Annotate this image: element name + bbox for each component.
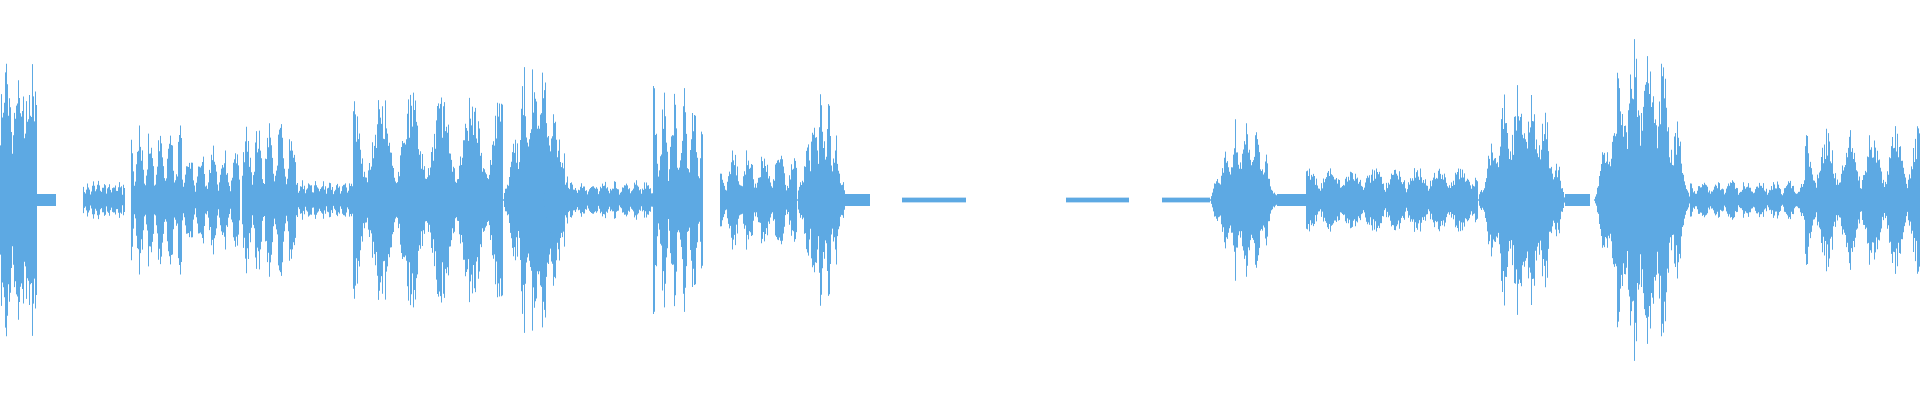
waveform-segment bbox=[131, 125, 182, 275]
waveform-segment bbox=[1594, 39, 1690, 361]
waveform-peaks bbox=[0, 39, 1920, 361]
waveform-segment bbox=[83, 180, 125, 220]
waveform-segment bbox=[902, 197, 966, 203]
waveform-segment bbox=[1565, 194, 1590, 206]
waveform-segment bbox=[37, 194, 56, 206]
waveform-segment bbox=[1306, 168, 1478, 232]
waveform-segment bbox=[653, 86, 703, 314]
waveform-segment bbox=[568, 180, 653, 220]
waveform-segment bbox=[1805, 126, 1920, 274]
waveform-segment bbox=[1277, 194, 1306, 206]
waveform-segment bbox=[353, 92, 503, 308]
waveform-segment bbox=[1690, 180, 1805, 220]
waveform-segment bbox=[298, 180, 353, 220]
waveform-segment bbox=[1210, 119, 1277, 281]
waveform-segment bbox=[845, 194, 870, 206]
waveform-segment bbox=[1478, 85, 1565, 315]
waveform-segment bbox=[0, 63, 37, 337]
waveform-segment bbox=[1066, 197, 1129, 203]
waveform-segment bbox=[242, 123, 298, 277]
waveform-segment bbox=[797, 94, 845, 306]
waveform-segment bbox=[1162, 197, 1210, 203]
waveform-segment bbox=[543, 139, 570, 261]
waveform-segment bbox=[720, 150, 797, 250]
waveform-segment bbox=[182, 145, 240, 255]
